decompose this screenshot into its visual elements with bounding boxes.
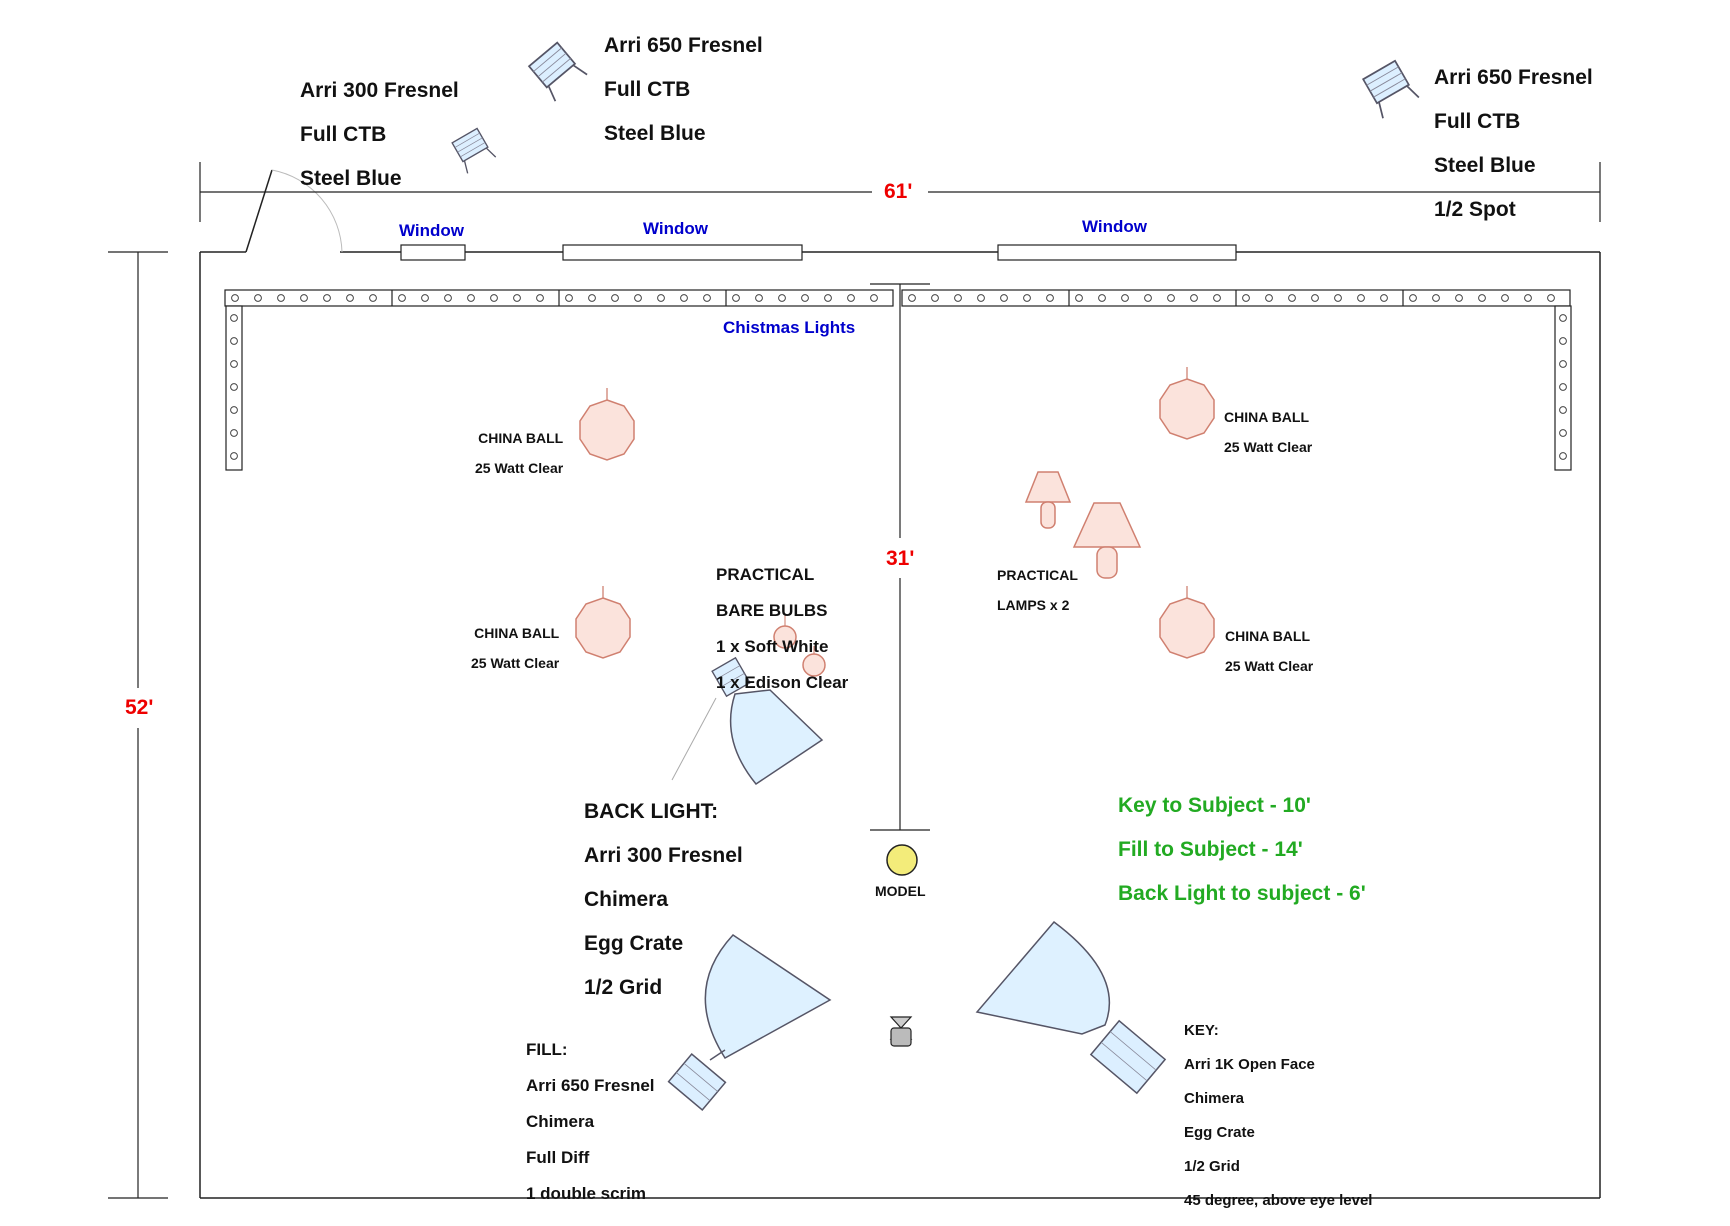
back-light-mod1: Chimera — [584, 888, 669, 911]
windows — [400, 244, 1237, 261]
key-title: KEY: — [1184, 1022, 1219, 1039]
key-light-fixture — [975, 920, 1167, 1095]
china-ball-1-title: CHINA BALL — [478, 430, 564, 446]
practical-bulbs-line1: PRACTICAL — [716, 565, 815, 584]
arri650-top-name: Arri 650 Fresnel — [604, 34, 763, 57]
arri650-top-note: Steel Blue — [604, 122, 706, 145]
fill-mod2: Full Diff — [526, 1148, 590, 1167]
back-light-name: Arri 300 Fresnel — [584, 844, 743, 867]
key-light-label: KEY: Arri 1K Open Face Chimera Egg Crate… — [1184, 1005, 1372, 1226]
window-label-2: Window — [643, 219, 708, 238]
key-mod2: Egg Crate — [1184, 1124, 1255, 1141]
fill-mod3: 1 double scrim — [526, 1184, 646, 1203]
center-dimension: 31' — [886, 547, 915, 570]
arri650-right-gel: Full CTB — [1434, 110, 1521, 133]
china-ball-4-spec: 25 Watt Clear — [1225, 658, 1314, 674]
back-light-fixture — [671, 656, 824, 786]
christmas-lights-label: Chistmas Lights — [723, 318, 856, 337]
window-label-3: Window — [1082, 217, 1147, 236]
fill-name: Arri 650 Fresnel — [526, 1076, 655, 1095]
practical-lamps-line2: LAMPS x 2 — [997, 597, 1070, 613]
distance-back: Back Light to subject - 6' — [1118, 882, 1366, 905]
model — [886, 844, 918, 876]
key-name: Arri 1K Open Face — [1184, 1056, 1315, 1073]
practical-lamp-small — [1024, 471, 1072, 529]
arri300-top-note: Steel Blue — [300, 167, 402, 190]
arri300-top-name: Arri 300 Fresnel — [300, 79, 459, 102]
china-ball-1 — [579, 387, 635, 461]
practical-lamps-line1: PRACTICAL — [997, 567, 1078, 583]
key-mod4: 45 degree, above eye level — [1184, 1192, 1373, 1209]
distances-list: Key to Subject - 10' Fill to Subject - 1… — [1118, 773, 1366, 927]
christmas-lights-string — [224, 289, 1572, 471]
room-walls — [199, 251, 1601, 1199]
china-ball-label-4: CHINA BALL 25 Watt Clear — [1225, 614, 1313, 689]
camera-icon — [889, 1016, 913, 1047]
china-ball-4-title: CHINA BALL — [1225, 628, 1311, 644]
practical-bulbs-line3: 1 x Soft White — [716, 637, 829, 656]
window-label-1: Window — [399, 221, 464, 240]
practical-lamp-large — [1072, 502, 1142, 579]
china-ball-3-title: CHINA BALL — [1224, 409, 1310, 425]
lighting-plot — [108, 40, 1601, 1199]
arri650-right-fixture — [1360, 58, 1420, 120]
distance-fill: Fill to Subject - 14' — [1118, 838, 1303, 861]
arri650-right-label: Arri 650 Fresnel Full CTB Steel Blue 1/2… — [1434, 45, 1593, 243]
practical-bulbs-line4: 1 x Edison Clear — [716, 673, 849, 692]
door — [245, 169, 343, 253]
distance-key: Key to Subject - 10' — [1118, 794, 1311, 817]
arri650-top-fixture — [526, 40, 588, 103]
arri650-right-extra: 1/2 Spot — [1434, 198, 1516, 221]
practical-bulbs-line2: BARE BULBS — [716, 601, 828, 620]
arri300-top-label: Arri 300 Fresnel Full CTB Steel Blue — [300, 58, 459, 212]
china-ball-2-title: CHINA BALL — [474, 625, 560, 641]
back-light-mod2: Egg Crate — [584, 932, 684, 955]
arri650-top-label: Arri 650 Fresnel Full CTB Steel Blue — [604, 13, 763, 167]
china-ball-2-spec: 25 Watt Clear — [471, 655, 560, 671]
model-label: MODEL — [875, 883, 926, 899]
dimension-lines — [108, 162, 1601, 1199]
fill-title: FILL: — [526, 1040, 568, 1059]
arri300-top-gel: Full CTB — [300, 123, 387, 146]
back-light-title: BACK LIGHT: — [584, 800, 719, 823]
depth-dimension: 52' — [125, 696, 154, 719]
width-dimension: 61' — [884, 180, 913, 203]
arri650-right-name: Arri 650 Fresnel — [1434, 66, 1593, 89]
practical-bulbs-label: PRACTICAL BARE BULBS 1 x Soft White 1 x … — [716, 548, 848, 710]
china-ball-3 — [1159, 366, 1215, 440]
bare-bulbs — [773, 614, 826, 677]
china-ball-3-spec: 25 Watt Clear — [1224, 439, 1313, 455]
practical-lamps-label: PRACTICAL LAMPS x 2 — [997, 553, 1078, 628]
china-ball-4 — [1159, 585, 1215, 659]
arri650-top-gel: Full CTB — [604, 78, 691, 101]
china-ball-2 — [575, 585, 631, 659]
arri650-right-note: Steel Blue — [1434, 154, 1536, 177]
fill-light-label: FILL: Arri 650 Fresnel Chimera Full Diff… — [526, 1023, 655, 1221]
fill-light-fixture — [667, 934, 832, 1111]
back-light-mod3: 1/2 Grid — [584, 976, 663, 999]
back-light-label: BACK LIGHT: Arri 300 Fresnel Chimera Egg… — [584, 779, 743, 1021]
key-mod1: Chimera — [1184, 1090, 1245, 1107]
key-mod3: 1/2 Grid — [1184, 1158, 1240, 1175]
china-ball-label-3: CHINA BALL 25 Watt Clear — [1224, 395, 1312, 470]
china-ball-1-spec: 25 Watt Clear — [475, 460, 564, 476]
fill-mod1: Chimera — [526, 1112, 595, 1131]
china-ball-label-2: CHINA BALL 25 Watt Clear — [471, 611, 559, 686]
china-ball-label-1: CHINA BALL 25 Watt Clear — [475, 416, 563, 491]
